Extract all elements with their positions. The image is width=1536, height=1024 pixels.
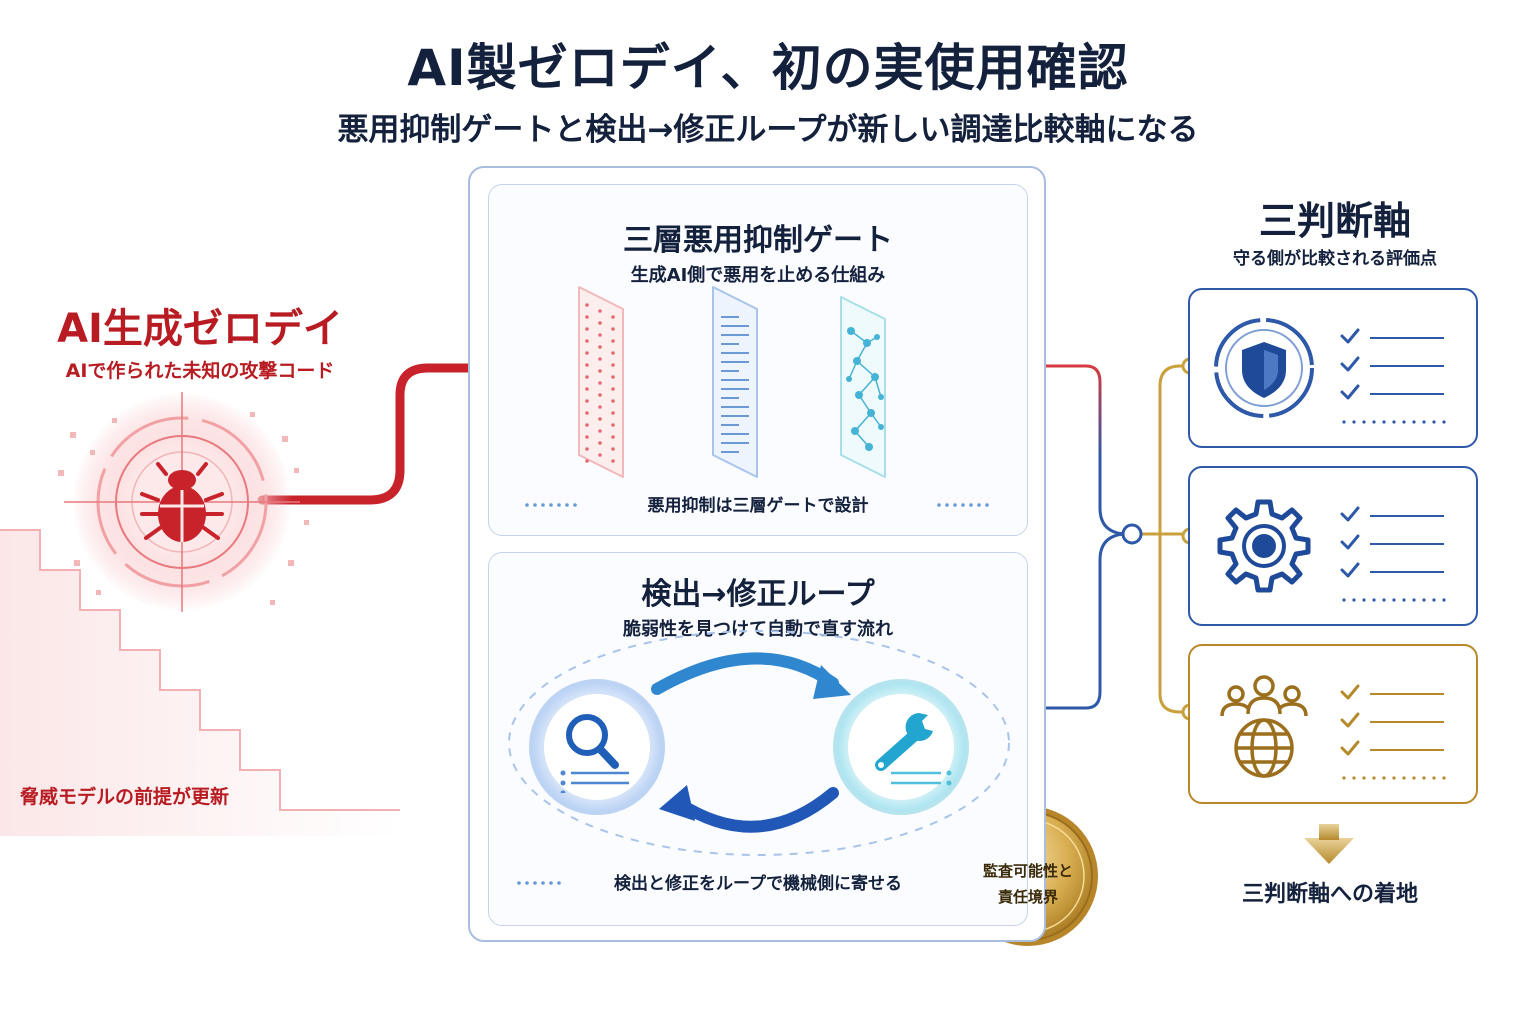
gate-dot [611,351,615,355]
center-panel: 三層悪用抑制ゲート 生成AI側で悪用を止める仕組み [468,166,1046,942]
wrench-icon [875,713,952,786]
criterion-card-security [1188,288,1478,448]
gate-dot [598,309,602,313]
page-title: AI製ゼロデイ、初の実使用確認 [407,39,1129,97]
gate-dot [585,423,589,427]
gate-dot [611,315,615,319]
gate-dot [598,381,602,385]
pixel-noise [58,412,309,605]
gate-dot [585,363,589,367]
loop-title: 検出→修正ループ [641,577,875,612]
dots-left [525,503,577,507]
gate-dot [598,369,602,373]
dots-right [937,503,989,507]
gate-dot [611,327,615,331]
loop-footer: 検出と修正をループで機械側に寄せる [614,874,902,894]
gate-dot [598,321,602,325]
gate-dot [611,399,615,403]
gate-dot [585,399,589,403]
threat-arrow [257,363,525,505]
gate-dot [585,339,589,343]
landing-arrow [1304,838,1354,864]
gate-layer-1 [578,286,624,478]
audit-seal-text: 監査可能性と 責任境界 [960,858,1096,910]
criteria-footer: 三判断軸への着地 [1241,882,1418,907]
threat-footer: 脅威モデルの前提が更新 [20,786,230,808]
gate-dot [611,411,615,415]
gate-dot [598,345,602,349]
bug-icon [140,462,224,542]
seal-line-2: 責任境界 [997,888,1058,906]
loop-dots-left [517,881,561,885]
gate-dot [585,459,589,463]
checklist-1 [1340,328,1446,424]
gate-title: 三層悪用抑制ゲート [623,223,893,258]
threat-title: AI生成ゼロデイ [57,306,343,352]
magnifier-icon [560,714,629,793]
gate-footer: 悪用抑制は三層ゲートで設計 [647,496,869,516]
gate-dot [585,351,589,355]
page-subtitle: 悪用抑制ゲートと検出→修正ループが新しい調達比較軸になる [337,112,1199,148]
hub-node [1121,523,1143,545]
gate-dot [611,423,615,427]
checklist-3 [1340,684,1446,780]
gate-dot [598,441,602,445]
criteria-title: 三判断軸 [1258,199,1411,243]
gate-dot [611,375,615,379]
threat-subtitle: AIで作られた未知の攻撃コード [65,360,335,382]
loop-connector [1046,532,1125,710]
gate-dot [598,453,602,457]
people-globe-icon [1220,675,1308,778]
three-gates-illustration [578,286,886,478]
gate-dot [611,447,615,451]
gate-dot [598,393,602,397]
gate-dot [585,447,589,451]
gate-layer-2 [712,286,758,478]
gate-dot [611,339,615,343]
gate-dot [598,333,602,337]
gate-dot [598,429,602,433]
gate-dot [611,459,615,463]
gate-dot [585,435,589,439]
detect-to-fix-arrow [651,652,839,695]
gate-dot [585,387,589,391]
gate-dot [585,375,589,379]
gate-dot [611,435,615,439]
gate-dot [611,363,615,367]
criteria-subtitle: 守る側が比較される評価点 [1233,249,1437,269]
gear-icon [1217,499,1311,593]
gate-dot [585,303,589,307]
checklist-2 [1340,506,1446,602]
gate-card: 三層悪用抑制ゲート 生成AI側で悪用を止める仕組み [488,184,1028,536]
shield-icon [1214,318,1314,418]
gate-dot [598,405,602,409]
gate-dot [611,387,615,391]
gate-dot [585,315,589,319]
staircase-decoration [0,529,400,836]
gate-subtitle: 生成AI側で悪用を止める仕組み [630,265,886,286]
criterion-card-accountability [1188,644,1478,804]
gate-dot [585,411,589,415]
seal-line-1: 監査可能性と [982,862,1073,880]
gate-dot [585,327,589,331]
criterion-card-automation [1188,466,1478,626]
gate-layer-3 [840,296,886,478]
loop-card: 検出→修正ループ 脆弱性を見つけて自動で直す流れ [488,552,1028,926]
fix-to-detect-arrow [673,787,839,833]
gate-dot [598,357,602,361]
gate-connector [1046,364,1125,536]
gate-dot [598,417,602,421]
